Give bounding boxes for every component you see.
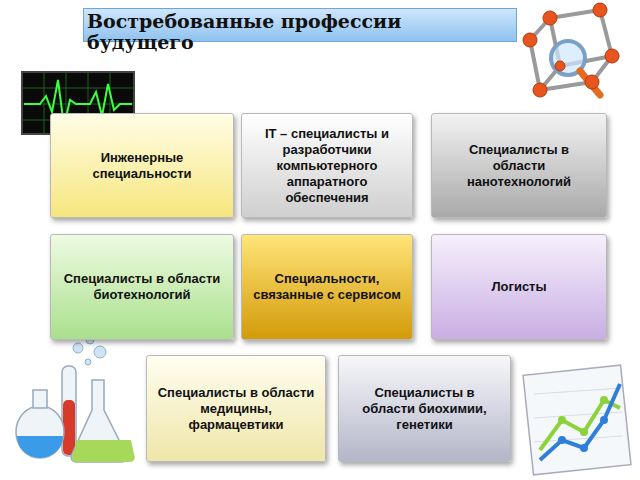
line-chart-icon <box>523 365 631 475</box>
profession-box: Специалисты в области биохимии, генетики <box>338 355 511 462</box>
box-label: Логисты <box>491 279 546 295</box>
profession-box: Специалисты в области медицины, фармацев… <box>146 355 326 462</box>
profession-box: IT – специалисты и разработчики компьюте… <box>241 113 413 218</box>
box-label: Инженерные специальности <box>61 150 223 182</box>
box-label: IT – специалисты и разработчики компьюте… <box>252 126 402 206</box>
title: Востребованные профессии будущего <box>87 11 513 53</box>
box-label: Специальности, связанные с сервисом <box>252 271 402 303</box>
molecule-icon <box>523 3 619 97</box>
profession-box: Инженерные специальности <box>50 113 234 218</box>
box-label: Специалисты в области нанотехнологий <box>442 142 596 190</box>
profession-box: Специальности, связанные с сервисом <box>241 234 413 340</box>
box-label: Специалисты в области биохимии, генетики <box>349 385 500 433</box>
profession-box: Логисты <box>431 234 607 340</box>
profession-box: Специалисты в области биотехнологий <box>50 234 234 340</box>
flasks-icon <box>16 336 135 462</box>
profession-box: Специалисты в области нанотехнологий <box>431 113 607 218</box>
box-label: Специалисты в области биотехнологий <box>61 271 223 303</box>
box-label: Специалисты в области медицины, фармацев… <box>157 385 315 433</box>
